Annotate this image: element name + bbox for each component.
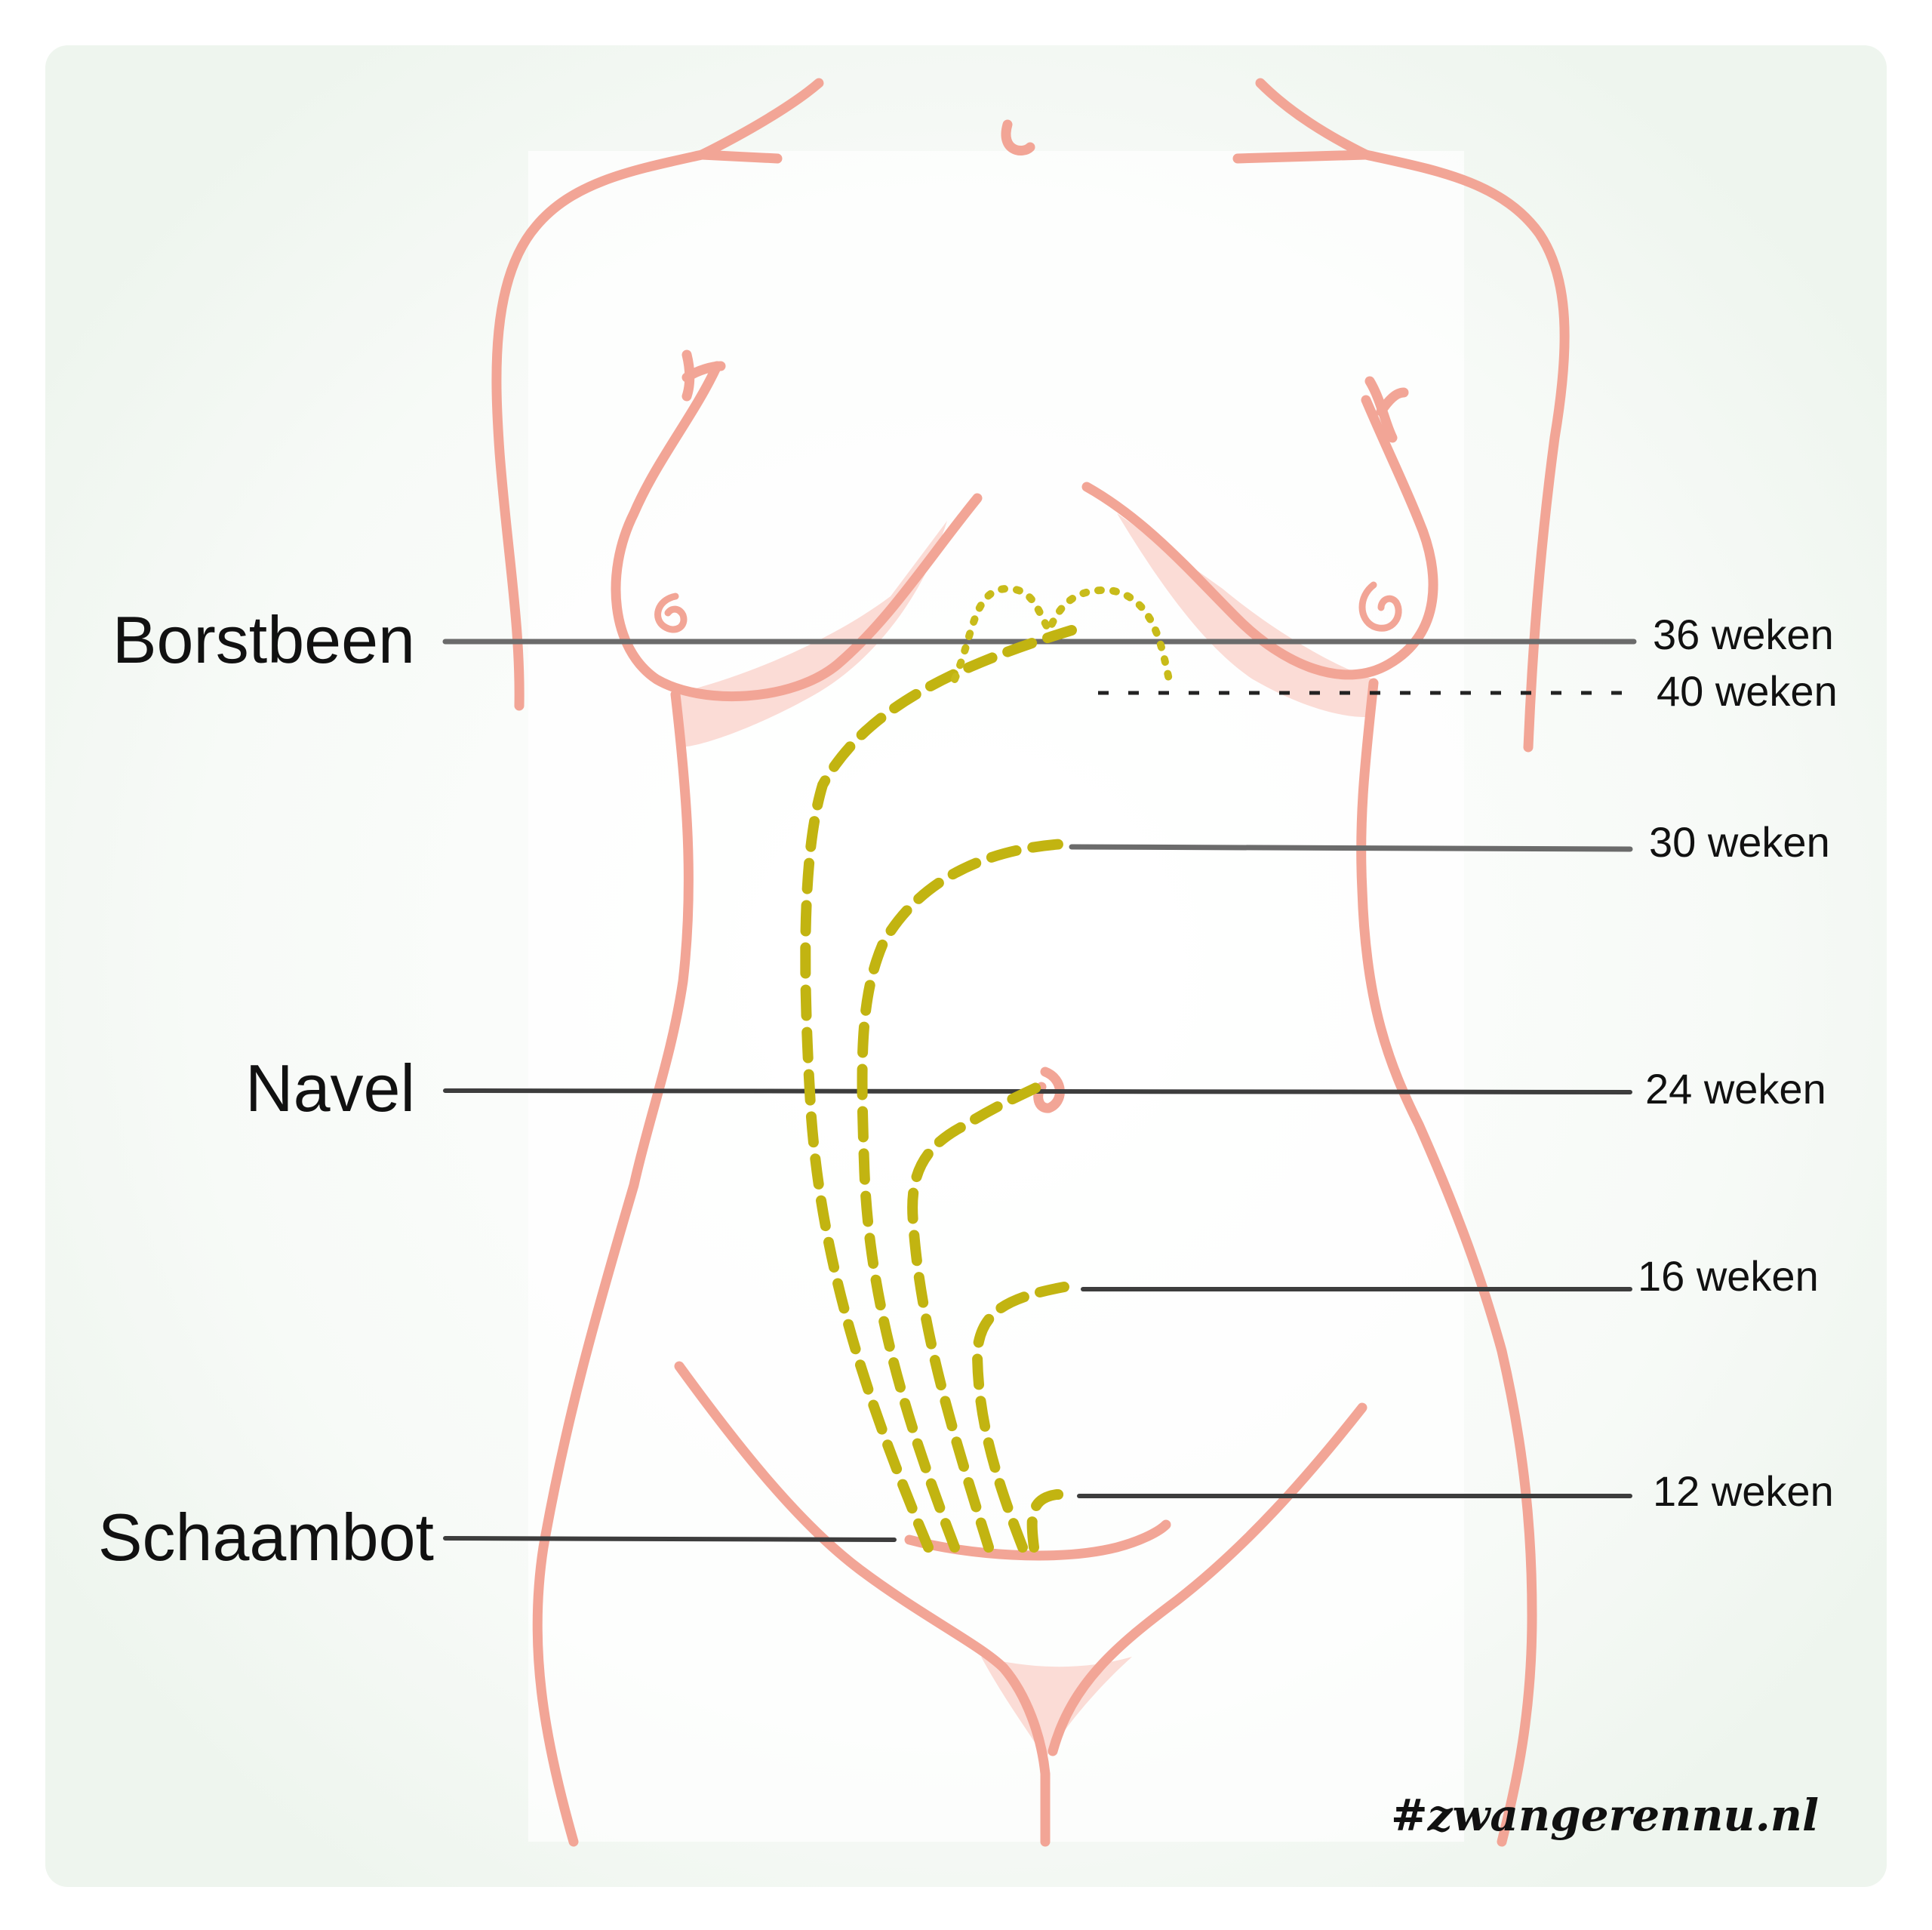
right-side-torso-line [1356,678,1537,1847]
label-schaambot: Schaambot [98,1500,434,1574]
right-neck-line [1232,78,1371,164]
fundus-curve-36-weeks [800,625,1077,1553]
label-borstbeen: Borstbeen [112,602,415,677]
pubic-bone-reference-line [443,1536,897,1542]
neck-notch-line [1001,119,1035,155]
label-30-weken: 30 weken [1649,818,1830,866]
label-12-weken: 12 weken [1653,1467,1834,1515]
label-40-weken: 40 weken [1657,667,1838,715]
left-breast-shade [672,521,947,747]
left-neck-line [697,78,824,164]
right-breast-outline [1081,395,1438,680]
fundus-curve-24-weeks [907,1082,1043,1553]
right-armpit-crease [1364,376,1409,443]
fundus-curve-16-weeks [971,1282,1069,1553]
label-16-weken: 16 weken [1638,1252,1819,1300]
left-side-torso-line [532,689,694,1847]
left-shoulder-arm-line [491,149,707,711]
right-shoulder-arm-line [1361,149,1570,753]
left-armpit-crease [681,349,726,402]
week-30-reference-line [1069,844,1633,852]
fundus-curve-12-weeks [1026,1489,1077,1553]
fundus-curve-40-weeks [951,584,1174,687]
navel-mark [1033,1067,1065,1113]
left-breast-outline [611,361,983,702]
right-nipple [1358,581,1402,632]
torso-fill [528,151,1464,1842]
right-hip-crease [1048,1402,1367,1756]
fundus-curve-30-weeks [857,839,1069,1553]
watermark: #zwangerennu.nl [1391,1790,1819,1841]
label-36-weken: 36 weken [1653,611,1834,658]
left-hip-crease [674,1361,1051,1847]
label-24-weken: 24 weken [1645,1065,1826,1113]
label-navel: Navel [245,1051,415,1125]
left-nipple [654,593,688,633]
